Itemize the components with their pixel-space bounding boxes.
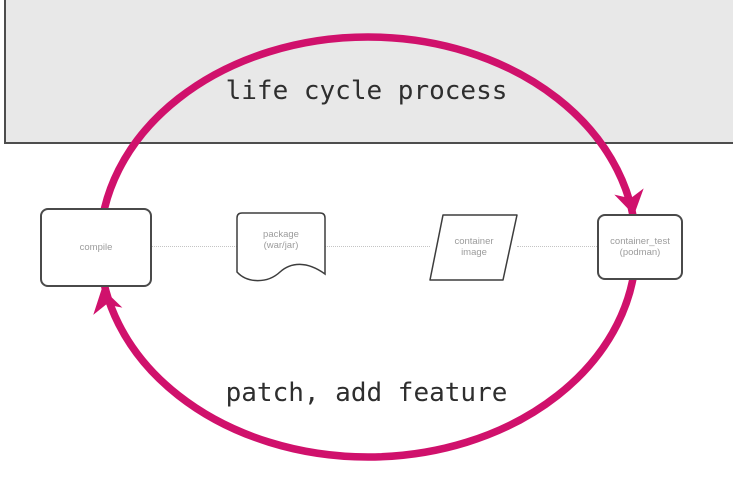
- connector-compile-package: [152, 246, 237, 247]
- life-cycle-process-label: life cycle process: [225, 76, 508, 106]
- arrowhead-down-icon: [614, 188, 644, 215]
- node-container-test[interactable]: container_test (podman): [597, 214, 683, 280]
- node-container-test-sublabel: (podman): [619, 247, 661, 258]
- node-container-image-label: container: [454, 236, 494, 247]
- node-compile[interactable]: compile: [40, 208, 152, 287]
- node-container-image-sublabel: image: [461, 247, 487, 258]
- node-container-image-text: container image: [431, 229, 517, 265]
- node-compile-label: compile: [79, 242, 113, 253]
- container-image-parallelogram-shape: [429, 214, 518, 281]
- connector-package-containerimage: [325, 246, 430, 247]
- node-package-label: package: [263, 229, 299, 240]
- header-band: [4, 0, 733, 144]
- package-document-shape: [236, 212, 326, 282]
- node-package-text: package (war/jar): [237, 222, 325, 258]
- arrowhead-up-icon: [93, 288, 123, 315]
- node-package-sublabel: (war/jar): [263, 240, 299, 251]
- node-container-image[interactable]: [428, 213, 520, 283]
- node-container-test-label: container_test: [610, 236, 670, 247]
- node-package[interactable]: [235, 211, 329, 287]
- patch-add-feature-label: patch, add feature: [225, 378, 508, 408]
- connector-containerimage-containertest: [517, 246, 597, 247]
